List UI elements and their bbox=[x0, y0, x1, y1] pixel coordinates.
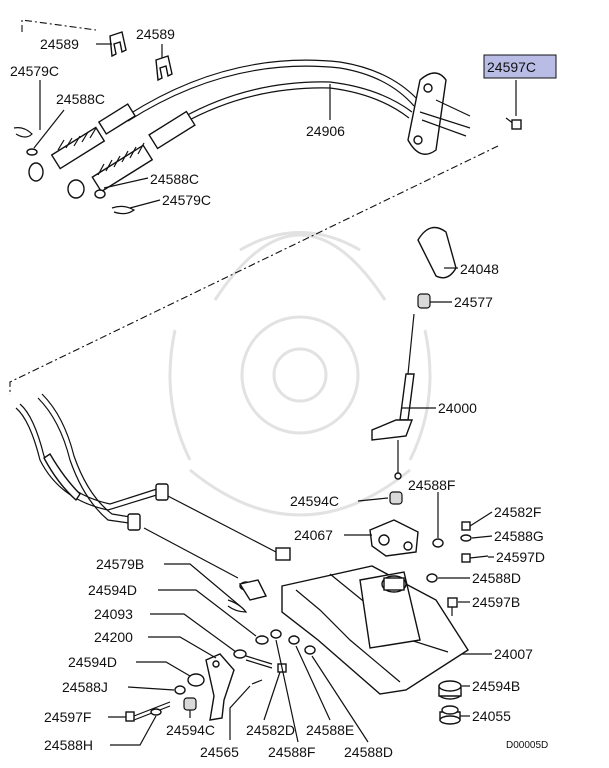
label-24007: 24007 bbox=[494, 646, 533, 662]
bolt-24597d bbox=[461, 553, 489, 563]
label-24594c-low: 24594C bbox=[166, 722, 215, 738]
bolt-24597c bbox=[505, 117, 522, 130]
cable-assembly-upper bbox=[13, 31, 522, 215]
clip-24589-a bbox=[109, 31, 127, 58]
label-24588h: 24588H bbox=[44, 737, 93, 753]
pin-24565 bbox=[251, 679, 263, 685]
washer-24588f-low bbox=[270, 629, 282, 639]
lever-24000 bbox=[371, 313, 415, 480]
bolt-24597b bbox=[447, 597, 458, 616]
clip-24589-b bbox=[155, 55, 173, 82]
cable-bracket-plate bbox=[407, 72, 471, 155]
leader-lines bbox=[33, 43, 517, 746]
boundary-line-top bbox=[21, 19, 97, 32]
label-24597c-highlighted: 24597C bbox=[487, 59, 536, 75]
label-24597b: 24597B bbox=[472, 594, 520, 610]
label-24588f-low: 24588F bbox=[268, 744, 315, 760]
label-24055: 24055 bbox=[472, 708, 511, 724]
label-24594c-top: 24594C bbox=[290, 493, 339, 509]
boundary-line bbox=[9, 145, 499, 395]
knob-24048 bbox=[417, 226, 457, 279]
bolt-24597f bbox=[125, 701, 171, 722]
pin-24579b bbox=[227, 599, 248, 613]
washer-24588g bbox=[460, 534, 472, 542]
label-24589-a: 24589 bbox=[40, 36, 79, 52]
label-24582f: 24582F bbox=[494, 504, 541, 520]
label-24594d: 24594D bbox=[88, 582, 137, 598]
callout-labels: 24589 24589 24579C 24588C 24597C 24906 2… bbox=[10, 26, 548, 760]
washer-24588f bbox=[432, 538, 444, 548]
shift-base-24007 bbox=[281, 565, 469, 695]
pin-24579c-mid bbox=[111, 205, 136, 215]
washer-24588d bbox=[426, 573, 438, 583]
label-24588c-top: 24588C bbox=[56, 91, 105, 107]
label-24588c-mid: 24588C bbox=[150, 171, 199, 187]
label-24588e: 24588E bbox=[306, 722, 354, 738]
label-24597d: 24597D bbox=[496, 549, 545, 565]
label-24000: 24000 bbox=[438, 400, 477, 416]
cable-end-24093 bbox=[233, 649, 273, 669]
label-24588f-top: 24588F bbox=[408, 477, 455, 493]
label-24579c-top: 24579C bbox=[10, 63, 59, 79]
washer-24588c-mid bbox=[94, 189, 106, 199]
label-24565: 24565 bbox=[200, 744, 239, 760]
washer-24588e bbox=[288, 635, 300, 645]
mount-24594b bbox=[438, 680, 462, 700]
washer-24588j bbox=[174, 685, 186, 695]
label-24588d-right: 24588D bbox=[472, 570, 521, 586]
pin-24579c-top bbox=[13, 127, 33, 138]
label-24582d: 24582D bbox=[246, 722, 295, 738]
washer-24588c-top bbox=[26, 148, 38, 156]
label-24588g: 24588G bbox=[494, 528, 544, 544]
bracket-24067 bbox=[369, 519, 419, 557]
label-24906: 24906 bbox=[306, 123, 345, 139]
bushing-24594c-low bbox=[183, 697, 197, 711]
cable-assembly-lower bbox=[15, 393, 291, 601]
bushing-24594d-low bbox=[187, 673, 205, 687]
label-24597f: 24597F bbox=[44, 709, 91, 725]
bushing-24594c bbox=[389, 491, 403, 505]
label-24594d-low: 24594D bbox=[68, 654, 117, 670]
label-24093: 24093 bbox=[94, 606, 133, 622]
mount-24055 bbox=[439, 705, 461, 725]
label-24048: 24048 bbox=[460, 261, 499, 277]
label-24579c-mid: 24579C bbox=[162, 192, 211, 208]
label-24588j: 24588J bbox=[62, 679, 108, 695]
nut-24582f bbox=[461, 521, 471, 531]
lever-24200 bbox=[205, 653, 235, 721]
label-24588d-low: 24588D bbox=[344, 744, 393, 760]
label-24200: 24200 bbox=[94, 629, 133, 645]
label-24579b: 24579B bbox=[96, 556, 144, 572]
bushing-24577 bbox=[417, 293, 431, 309]
washer-24588h bbox=[150, 708, 162, 716]
washer-24588d-low bbox=[304, 645, 316, 655]
label-24067: 24067 bbox=[294, 527, 333, 543]
label-24577: 24577 bbox=[454, 294, 493, 310]
bushing-24594d bbox=[255, 635, 269, 645]
label-24589-b: 24589 bbox=[136, 26, 175, 42]
highlight-box bbox=[483, 54, 557, 79]
watermark-emblem bbox=[168, 231, 432, 517]
label-24594b: 24594B bbox=[472, 678, 520, 694]
diagram-code: D00005D bbox=[506, 740, 548, 751]
